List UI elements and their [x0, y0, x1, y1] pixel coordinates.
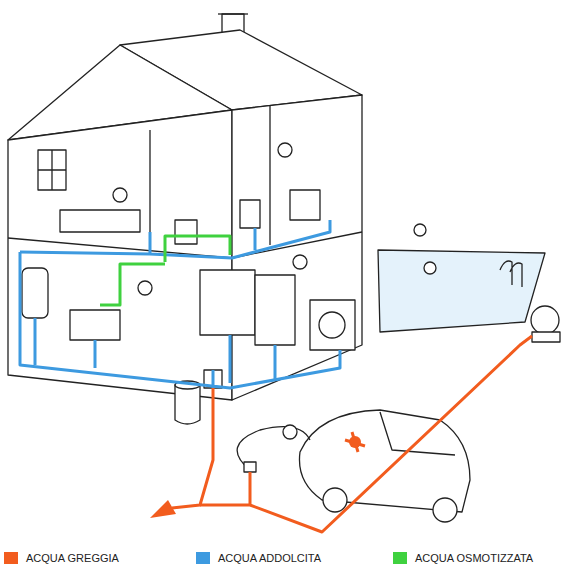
legend-swatch	[393, 552, 407, 564]
legend-swatch	[4, 552, 18, 564]
person	[424, 262, 436, 274]
legend-text: ACQUA GREGGIA	[26, 552, 119, 564]
washing-machine-door	[319, 312, 345, 338]
stove	[200, 270, 255, 335]
legend-item: ACQUA ADDOLCITA	[196, 552, 321, 564]
softener-tank	[175, 385, 200, 424]
raw-water-pipe	[200, 336, 532, 532]
legend-text: ACQUA OSMOTIZZATA	[415, 552, 533, 564]
inner-wall	[150, 105, 270, 250]
osmotic-water-pipe	[165, 236, 230, 262]
inlet-arrow	[150, 500, 176, 518]
car-wheel	[323, 488, 347, 512]
chimney-cap	[218, 13, 248, 14]
person	[414, 224, 426, 236]
raw-water-splash	[345, 432, 365, 452]
raw-water-splash	[349, 436, 361, 448]
softened-water-pipe	[20, 252, 340, 388]
person	[278, 143, 292, 157]
person	[113, 188, 127, 202]
right-wall	[232, 95, 362, 400]
pool-ladder	[500, 261, 522, 287]
washbasin-upper	[290, 190, 320, 220]
legend-text: ACQUA ADDOLCITA	[218, 552, 321, 564]
car-wheel	[433, 498, 457, 522]
window	[38, 150, 66, 190]
person	[138, 281, 152, 295]
legend-item: ACQUA OSMOTIZZATA	[393, 552, 533, 564]
raw-water-pipe	[172, 388, 213, 508]
bathtub	[60, 210, 140, 232]
window-cross	[38, 150, 66, 190]
pool-pump-base	[532, 332, 560, 342]
person	[283, 425, 297, 439]
softened-water-pipe	[35, 318, 275, 383]
pool-pump	[531, 306, 559, 334]
toilet	[240, 200, 260, 228]
coffee-machine	[175, 220, 197, 244]
person	[293, 255, 307, 269]
legend-item: ACQUA GREGGIA	[4, 552, 119, 564]
washing-machine	[310, 300, 355, 350]
softened-water-pipe	[20, 220, 330, 258]
legend-swatch	[196, 552, 210, 564]
garden-tap	[244, 462, 256, 472]
pool	[378, 250, 545, 332]
kitchen-sink	[70, 310, 120, 340]
boiler	[22, 268, 48, 318]
dishwasher	[255, 275, 295, 345]
car-body	[299, 410, 470, 512]
osmotic-water-pipe	[100, 264, 165, 305]
